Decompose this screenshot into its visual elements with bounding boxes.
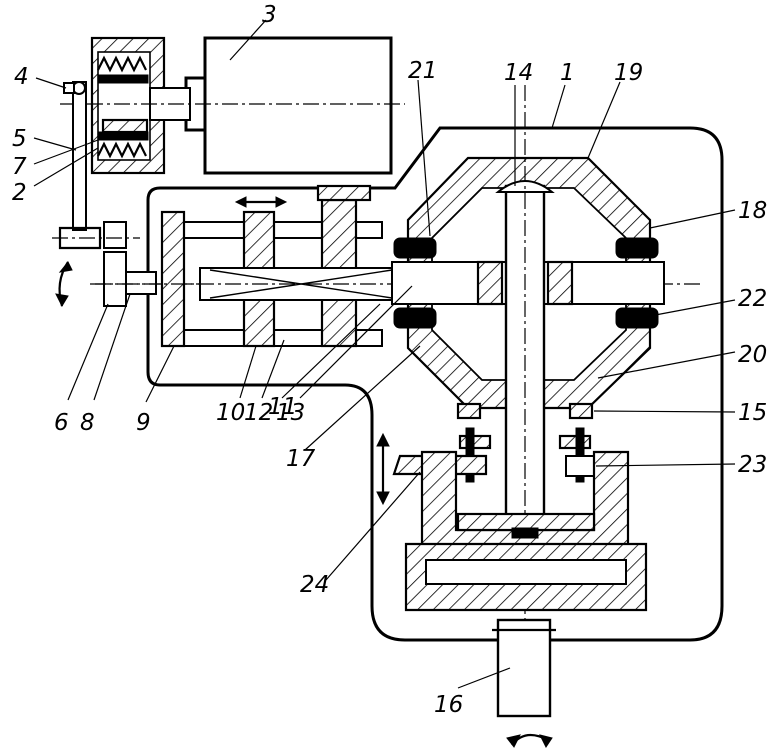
leader-9 (145, 345, 175, 403)
output-shaft (496, 618, 552, 718)
callout-13: 13 (276, 400, 305, 426)
leader-2 (33, 147, 99, 187)
leader-22 (649, 299, 736, 317)
leader-8 (93, 293, 131, 401)
callout-24: 24 (300, 572, 329, 598)
leader-11 (281, 303, 381, 399)
callout-1: 1 (560, 60, 575, 86)
fork-travel-up (376, 432, 390, 447)
leader-6 (67, 303, 109, 401)
callout-11: 11 (268, 394, 297, 420)
leader-7 (33, 139, 99, 165)
shift-indicator-left (234, 196, 247, 208)
motor-body (203, 36, 393, 175)
leader-3 (229, 19, 267, 61)
gear-hub-left (160, 210, 186, 348)
leader-17 (304, 345, 421, 451)
brake-spring-bottom (97, 141, 147, 159)
callout-22: 22 (738, 286, 767, 312)
leader-12 (261, 339, 285, 399)
callout-14: 14 (504, 60, 533, 86)
leader-13 (299, 285, 413, 399)
leader-10 (239, 345, 257, 399)
leader-18 (649, 209, 736, 229)
callout-7: 7 (12, 154, 27, 180)
callout-16: 16 (434, 692, 463, 718)
ring-seal-right-top (615, 237, 659, 259)
lever-knob (63, 82, 75, 94)
callout-21: 21 (408, 58, 437, 84)
leader-20 (597, 351, 736, 379)
bottom-hub (511, 527, 539, 539)
lever-swing-arrowhead-bottom (55, 293, 69, 308)
callout-8-label: 8 (80, 410, 95, 436)
leader-5 (33, 137, 77, 151)
diff-block-left (476, 260, 504, 306)
callout-3: 3 (262, 2, 277, 28)
leader-21 (417, 79, 431, 237)
callout-9: 9 (136, 410, 151, 436)
callout-2: 2 (12, 180, 27, 206)
leader-16 (457, 667, 511, 689)
ring-seal-left-bottom (393, 307, 437, 329)
ring-seal-left-top (393, 237, 437, 259)
bearing-washer-left (456, 402, 482, 420)
callout-19: 19 (614, 60, 643, 86)
callout-18: 18 (738, 198, 767, 224)
fork-pin (565, 455, 597, 477)
brake-disc-bottom (97, 131, 149, 141)
callout-15: 15 (738, 400, 767, 426)
callout-6: 6 (54, 410, 69, 436)
fork-travel-down (376, 491, 390, 506)
leader-1 (551, 84, 566, 129)
callout-20: 20 (738, 342, 767, 368)
leader-24 (325, 471, 421, 581)
bearing-washer-right (568, 402, 594, 420)
diff-block-right (546, 260, 574, 306)
leader-15 (593, 410, 736, 413)
bearing-collar-left (458, 434, 492, 450)
callout-4: 4 (14, 64, 29, 90)
bearing-collar-right (558, 434, 592, 450)
shift-handle (103, 251, 127, 307)
rotation-arrowhead-left (506, 734, 521, 748)
lever-bolt (103, 221, 127, 249)
leader-19 (587, 81, 621, 159)
callout-12: 12 (244, 400, 273, 426)
callout-17: 17 (286, 446, 316, 472)
leader-4 (35, 77, 67, 89)
lever-fork (58, 226, 102, 250)
gear-bearing-top (316, 184, 372, 202)
ring-seal-right-bottom (615, 307, 659, 329)
brake-cavity (97, 51, 151, 161)
lever-swing-arrowhead-top (58, 261, 73, 273)
callout-10: 10 (216, 400, 245, 426)
leader-23 (595, 463, 736, 467)
shift-indicator-right (275, 196, 288, 208)
callout-23: 23 (738, 452, 767, 478)
base-slot (425, 559, 627, 585)
shift-rod (125, 271, 157, 295)
brake-spring-top (97, 55, 147, 73)
brake-pad (101, 118, 149, 134)
rotation-arrowhead-right (539, 734, 553, 748)
brake-disc-top (97, 74, 149, 84)
callout-5: 5 (12, 126, 27, 152)
